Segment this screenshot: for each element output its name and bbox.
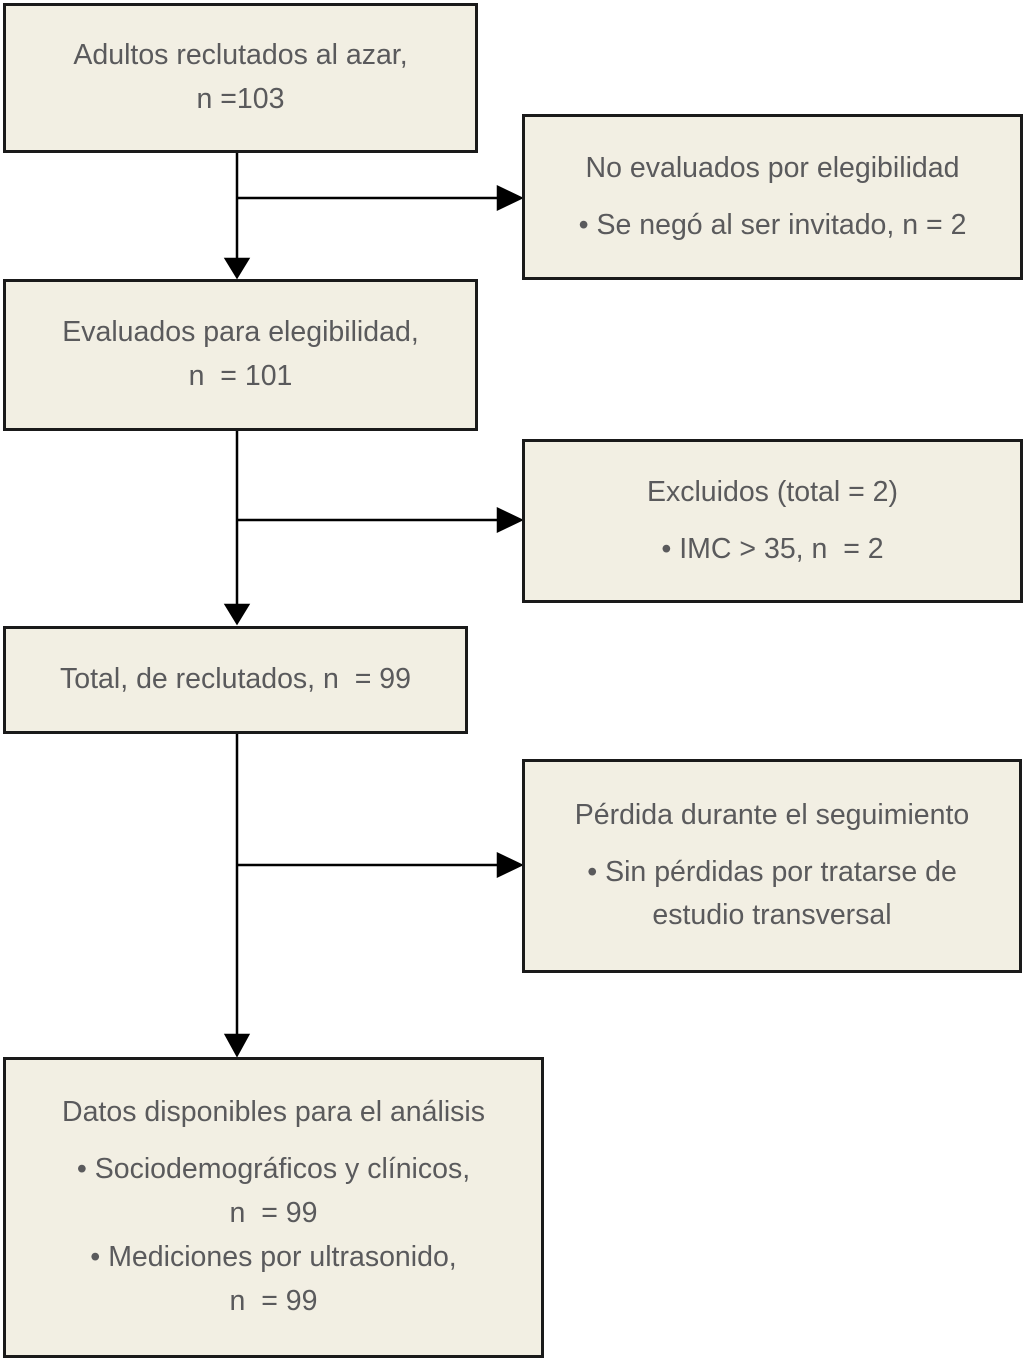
bullet-icon: •	[90, 1240, 109, 1273]
box-analysis-data: Datos disponibles para el análisis • Soc…	[3, 1057, 544, 1358]
box-followup-loss: Pérdida durante el seguimiento • Sin pér…	[522, 759, 1022, 973]
box-followup-loss-bullet-text: Sin pérdidas por tratarse de estudio tra…	[605, 855, 965, 932]
box-analysis-count-1: n = 99	[229, 1197, 318, 1230]
box-excluded-heading: Excluidos (total = 2)	[646, 475, 899, 508]
arrowhead-right-3	[496, 852, 524, 878]
arrowhead-right-1	[496, 185, 524, 211]
arrowhead-down-2	[223, 603, 251, 626]
bullet-item: • Mediciones por ultrasonido,	[90, 1236, 456, 1280]
arrowhead-down-3	[223, 1033, 251, 1058]
box-analysis-data-heading: Datos disponibles para el análisis	[62, 1096, 485, 1129]
box-total-recruited: Total, de reclutados, n = 99	[3, 626, 468, 734]
box-followup-loss-heading: Pérdida durante el seguimiento	[574, 798, 970, 831]
box-analysis-bullet-1-text: Sociodemográficos y clínicos,	[94, 1153, 471, 1186]
arrowhead-right-2	[496, 507, 524, 533]
bullet-item: • Sin pérdidas por tratarse de estudio t…	[539, 851, 1005, 939]
box-evaluated-count: n = 101	[188, 360, 293, 392]
arrowhead-down-1	[223, 257, 251, 280]
box-evaluated-line-1: Evaluados para elegibilidad,	[62, 316, 419, 349]
bullet-icon: •	[578, 208, 597, 241]
box-not-evaluated-bullet-text: Se negó al ser invitado, n = 2	[596, 208, 967, 241]
box-not-evaluated: No evaluados por elegibilidad • Se negó …	[522, 114, 1023, 280]
bullet-icon: •	[661, 532, 680, 565]
box-analysis-bullet-2-text: Mediciones por ultrasonido,	[108, 1240, 457, 1273]
box-evaluated: Evaluados para elegibilidad, n = 101	[3, 279, 478, 431]
bullet-item: • IMC > 35, n = 2	[661, 528, 883, 572]
box-recruited-line-1: Adultos reclutados al azar,	[73, 39, 408, 72]
box-excluded: Excluidos (total = 2) • IMC > 35, n = 2	[522, 439, 1023, 603]
box-recruited-count: n =103	[196, 83, 285, 115]
box-total-recruited-line: Total, de reclutados, n = 99	[60, 663, 411, 696]
bullet-item: • Se negó al ser invitado, n = 2	[579, 204, 967, 248]
box-recruited: Adultos reclutados al azar, n =103	[3, 3, 478, 153]
box-analysis-count-2: n = 99	[229, 1284, 318, 1317]
box-excluded-bullet-text: IMC > 35, n = 2	[679, 532, 884, 565]
bullet-item: • Sociodemográficos y clínicos,	[77, 1148, 470, 1192]
bullet-icon: •	[76, 1153, 95, 1186]
bullet-icon: •	[587, 855, 606, 888]
box-not-evaluated-heading: No evaluados por elegibilidad	[585, 151, 960, 184]
